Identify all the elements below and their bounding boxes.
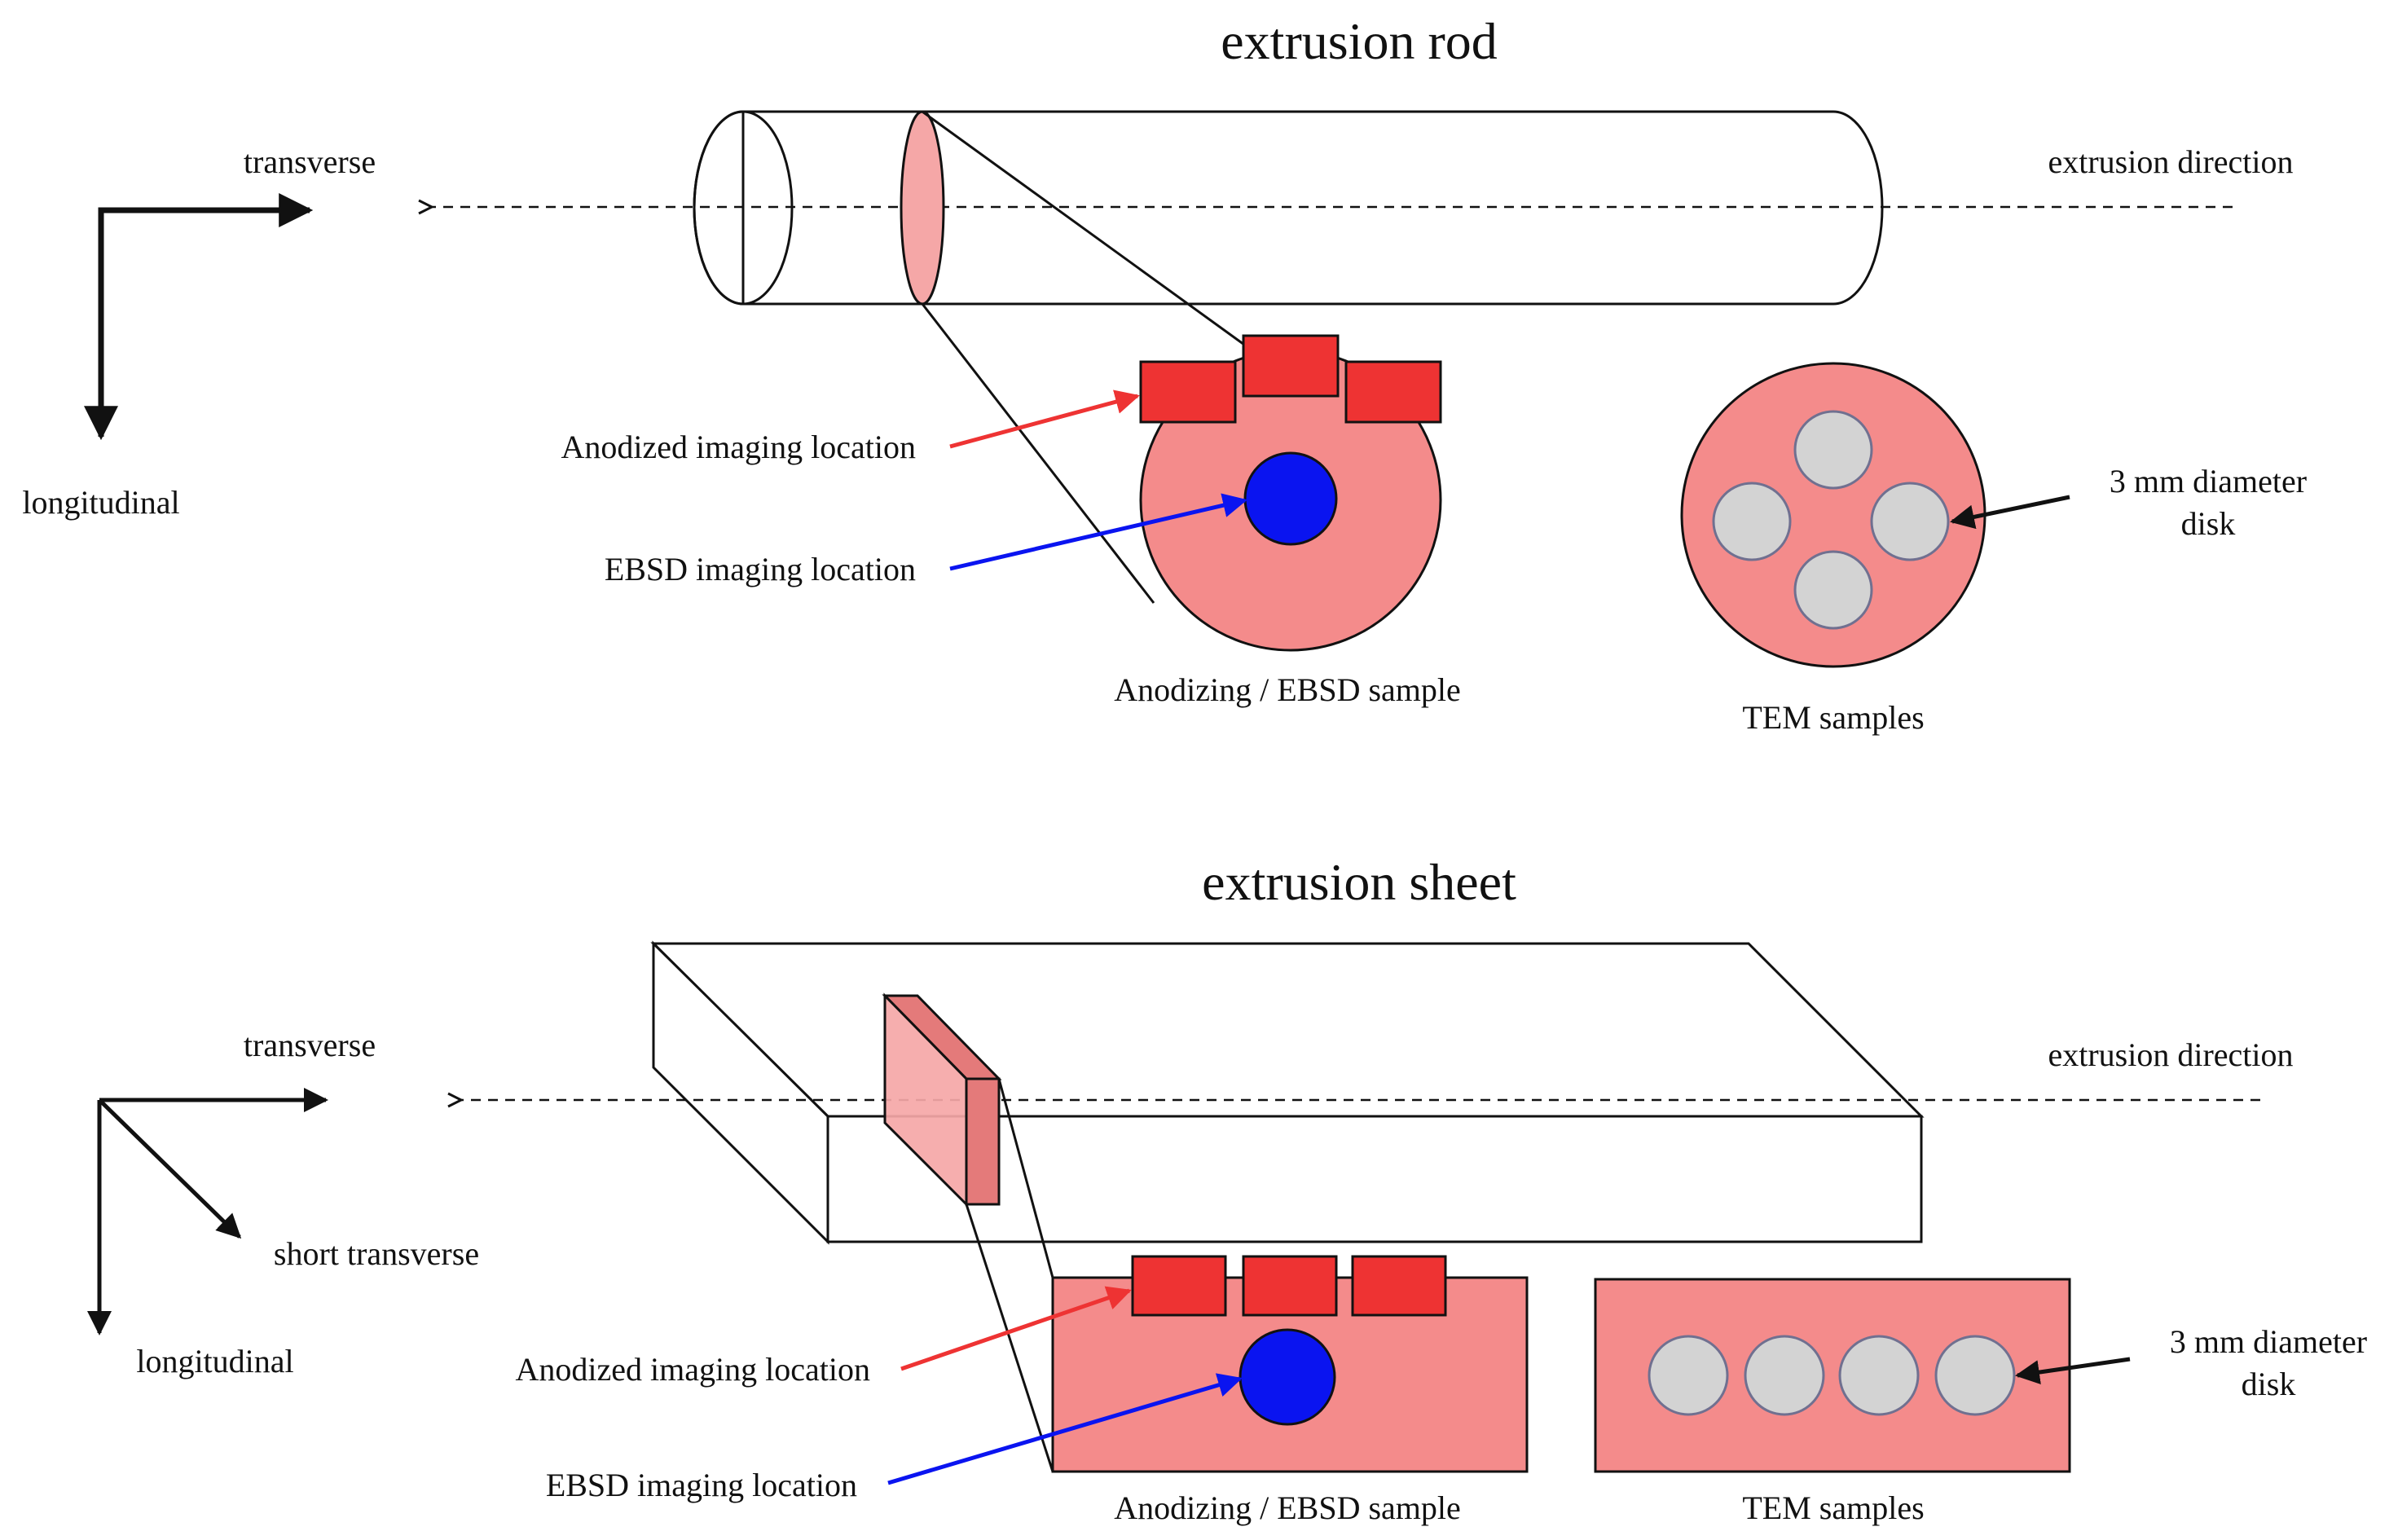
- rod-tem-sample: [1680, 362, 1986, 668]
- sheet-tem-disk: [1744, 1335, 1825, 1416]
- sheet-slice: [882, 992, 1002, 1208]
- sheet-tem-disk: [1648, 1335, 1729, 1416]
- sheet-ebsd-label: EBSD imaging location: [546, 1467, 857, 1503]
- extrusion-sheet-box: [650, 940, 1925, 1245]
- rod-axis-transverse-label: transverse: [244, 143, 376, 180]
- rod-axis-transverse-arrow: [98, 193, 314, 424]
- sheet-axis-transverse-label: transverse: [244, 1027, 376, 1063]
- sheet-ebsd-region: [1238, 1328, 1336, 1426]
- rod-axes: transverse longitudinal: [22, 143, 376, 521]
- sheet-disk-pointer: [2015, 1357, 2131, 1384]
- sheet-section: extrusion sheet transverse short transve…: [87, 853, 2367, 1526]
- sheet-anodizing-ebsd-sample: [1051, 1255, 1529, 1473]
- rod-disk-label-line2: disk: [2181, 505, 2236, 542]
- sheet-tem-disk: [1934, 1335, 2016, 1416]
- rod-sample-caption: Anodizing / EBSD sample: [1114, 671, 1461, 708]
- sheet-anodized-region-center: [1242, 1255, 1338, 1317]
- rod-projection-line-bottom: [921, 303, 1155, 604]
- sheet-axis-longitudinal-label: longitudinal: [136, 1343, 293, 1379]
- rod-ebsd-region: [1243, 451, 1338, 546]
- sheet-anodized-pointer: [900, 1286, 1132, 1371]
- sheet-axes: transverse short transverse longitudinal: [87, 1027, 479, 1379]
- sheet-tem-disk: [1838, 1335, 1920, 1416]
- sheet-disk-label-line2: disk: [2242, 1366, 2296, 1402]
- rod-anodized-region-right: [1344, 360, 1442, 424]
- extrusion-rod-cylinder: [693, 110, 1884, 306]
- rod-tem-disk: [1793, 550, 1873, 630]
- sheet-axis-short-transverse-arrow: [98, 1098, 242, 1239]
- rod-anodizing-ebsd-sample: [1139, 334, 1442, 652]
- rod-tem-disk: [1712, 482, 1792, 561]
- rod-disk-label-line1: 3 mm diameter: [2110, 463, 2307, 499]
- rod-tem-disk: [1793, 410, 1873, 490]
- rod-section: extrusion rod transverse longitudinal ex…: [22, 12, 2307, 736]
- sheet-anodized-label: Anodized imaging location: [516, 1351, 870, 1388]
- rod-ebsd-pointer: [949, 493, 1247, 571]
- sheet-anodized-region-left: [1131, 1255, 1227, 1317]
- rod-anodized-label: Anodized imaging location: [561, 429, 916, 465]
- sheet-title: extrusion sheet: [1202, 853, 1516, 911]
- rod-tem-disk: [1870, 482, 1950, 561]
- rod-tem-caption: TEM samples: [1742, 699, 1924, 736]
- rod-anodized-region-center: [1242, 334, 1340, 398]
- rod-slice: [900, 110, 945, 306]
- rod-ebsd-label: EBSD imaging location: [605, 551, 916, 587]
- rod-title: extrusion rod: [1221, 12, 1498, 70]
- rod-axis-longitudinal-label: longitudinal: [22, 484, 179, 521]
- sheet-projection-line-bottom: [965, 1203, 1054, 1472]
- sheet-projection-line-top: [997, 1078, 1054, 1278]
- rod-disk-pointer: [1950, 495, 2070, 530]
- rod-extrusion-direction-label: extrusion direction: [2048, 143, 2293, 180]
- sheet-sample-caption: Anodizing / EBSD sample: [1114, 1489, 1461, 1526]
- sheet-disk-label-line1: 3 mm diameter: [2170, 1323, 2367, 1360]
- sheet-tem-caption: TEM samples: [1742, 1489, 1924, 1526]
- rod-anodized-pointer: [949, 389, 1140, 449]
- rod-anodized-region-left: [1139, 360, 1237, 424]
- sheet-extrusion-direction-label: extrusion direction: [2048, 1036, 2293, 1073]
- sheet-tem-sample: [1594, 1278, 2071, 1473]
- sheet-axis-short-transverse-label: short transverse: [274, 1235, 479, 1272]
- sheet-ebsd-pointer: [887, 1373, 1243, 1485]
- sheet-anodized-region-right: [1351, 1255, 1447, 1317]
